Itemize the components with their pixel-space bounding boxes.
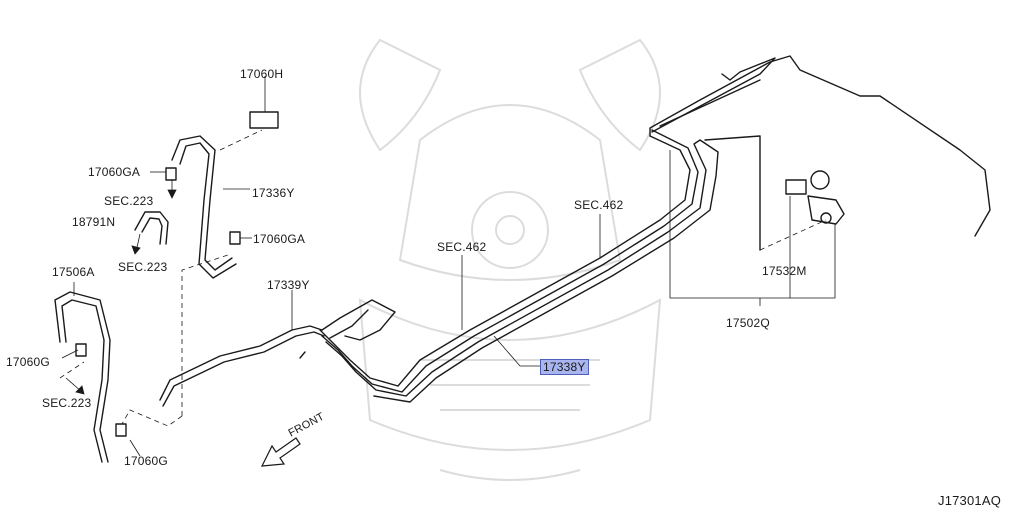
section-ref-sec223-a[interactable]: SEC.223: [104, 194, 154, 208]
section-ref-sec462-left[interactable]: SEC.462: [437, 240, 487, 254]
section-ref-sec462-right[interactable]: SEC.462: [574, 198, 624, 212]
part-label-17532M[interactable]: 17532M: [762, 264, 807, 278]
part-label-17060G-left[interactable]: 17060G: [6, 355, 50, 369]
part-label-17060H[interactable]: 17060H: [240, 67, 284, 81]
watermark-emblem: [358, 38, 662, 481]
part-label-17336Y[interactable]: 17336Y: [252, 186, 295, 200]
leader-lines: [59, 76, 836, 457]
part-label-17506A[interactable]: 17506A: [52, 265, 95, 279]
part-label-17339Y[interactable]: 17339Y: [267, 278, 310, 292]
section-ref-sec223-b[interactable]: SEC.223: [118, 260, 168, 274]
part-label-17060G-bottom[interactable]: 17060G: [124, 454, 168, 468]
section-ref-sec223-c[interactable]: SEC.223: [42, 396, 92, 410]
part-label-18791N[interactable]: 18791N: [72, 215, 116, 229]
part-label-17060GA-mid[interactable]: 17060GA: [253, 232, 306, 246]
part-label-17502Q[interactable]: 17502Q: [726, 316, 770, 330]
front-arrow-icon: [260, 437, 301, 467]
line-work: [54, 55, 991, 463]
part-label-17338Y-highlighted[interactable]: 17338Y: [540, 359, 589, 375]
diagram-id: J17301AQ: [938, 493, 1002, 508]
part-label-17060GA-top[interactable]: 17060GA: [88, 165, 141, 179]
